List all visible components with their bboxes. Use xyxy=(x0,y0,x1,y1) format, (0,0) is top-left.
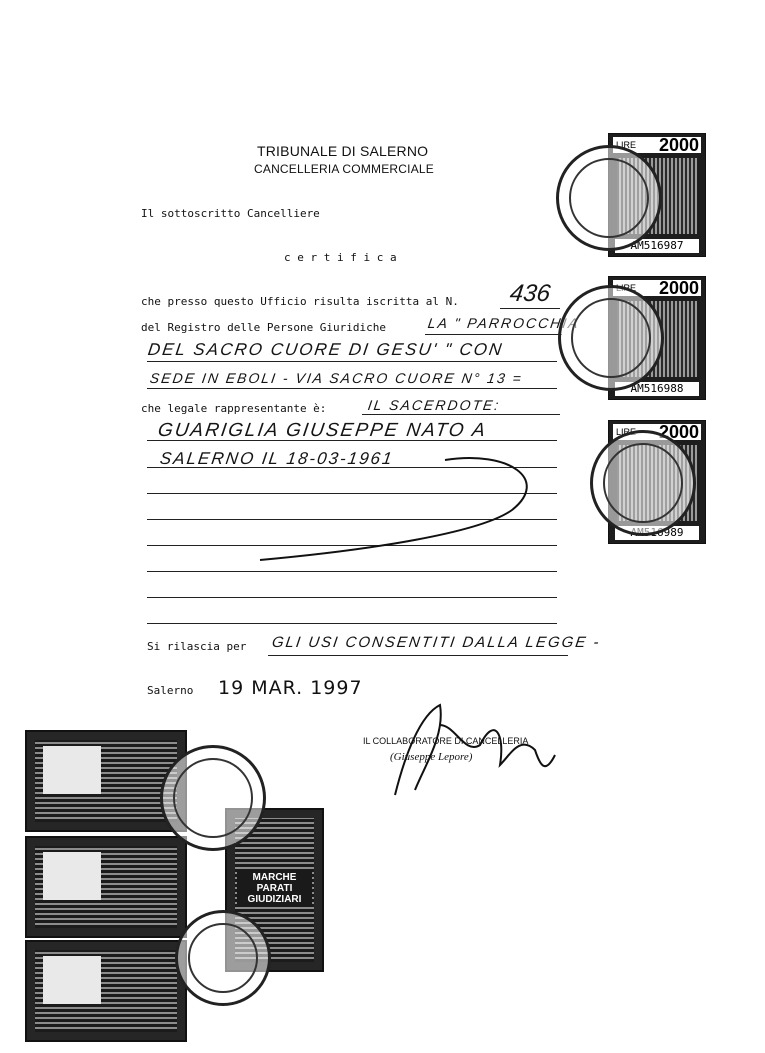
intro-text: Il sottoscritto Cancelliere xyxy=(141,207,320,220)
rule xyxy=(147,545,557,546)
rule xyxy=(147,493,557,494)
signatory-role: IL COLLABORATORE DI CANCELLERIA xyxy=(363,736,529,746)
rule xyxy=(147,467,557,468)
rule xyxy=(147,519,557,520)
signature-scrawl xyxy=(394,703,556,796)
registration-number: 436 xyxy=(508,280,553,307)
rule xyxy=(147,623,557,624)
representative-name: GUARIGLIA GIUSEPPE NATO A xyxy=(156,420,489,441)
rule xyxy=(500,308,560,309)
certifica-heading: c e r t i f i c a xyxy=(284,251,397,264)
office-seal xyxy=(590,430,696,536)
entity-name-2: DEL SACRO CUORE DI GESU' " CON xyxy=(146,340,505,359)
rule xyxy=(147,440,557,441)
representative-line: che legale rappresentante è: xyxy=(141,402,327,415)
place-text: Salerno xyxy=(147,684,194,697)
office-seal xyxy=(160,745,266,851)
date-stamp: 19 MAR. 1997 xyxy=(218,677,363,699)
office-title: CANCELLERIA COMMERCIALE xyxy=(254,162,434,176)
registration-line: che presso questo Ufficio risulta iscrit… xyxy=(141,295,459,308)
registry-line: del Registro delle Persone Giuridiche xyxy=(141,321,387,334)
rule xyxy=(147,571,557,572)
office-seal xyxy=(175,910,271,1006)
rule xyxy=(362,414,560,415)
rule xyxy=(147,597,557,598)
court-title: TRIBUNALE DI SALERNO xyxy=(257,143,429,159)
representative-title: IL SACERDOTE: xyxy=(366,397,502,413)
rule xyxy=(268,655,568,656)
judicial-stamp xyxy=(25,940,187,1042)
cancel-stroke xyxy=(259,457,528,561)
rule xyxy=(147,388,557,389)
release-prefix: Si rilascia per xyxy=(147,640,247,653)
judicial-stamp xyxy=(25,836,187,938)
release-purpose: GLI USI CONSENTITI DALLA LEGGE - xyxy=(270,634,602,651)
office-seal xyxy=(558,285,664,391)
judicial-stamp-caption: MARCHE PARATI GIUDIZIARI xyxy=(237,870,312,907)
signatory-name: (Giuseppe Lepore) xyxy=(390,751,473,763)
entity-seat: SEDE IN EBOLI - VIA SACRO CUORE N° 13 = xyxy=(148,370,525,386)
judicial-stamp xyxy=(25,730,187,832)
rule xyxy=(147,361,557,362)
rule xyxy=(425,334,562,335)
judicial-stamp: MARCHE PARATI GIUDIZIARI xyxy=(225,808,324,972)
office-seal xyxy=(556,145,662,251)
